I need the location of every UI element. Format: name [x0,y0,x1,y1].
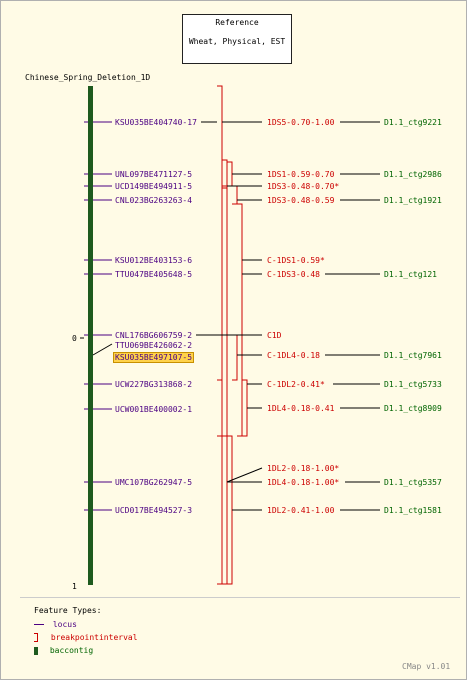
legend-label: locus [52,620,77,629]
scale-bottom-label: 1 [72,582,77,591]
breakpoint-label[interactable]: 1DL4-0.18-1.00* [267,478,340,487]
legend: Feature Types: locus breakpointinterval … [20,597,460,670]
breakpoint-label[interactable]: 1DS1-0.59-0.70 [267,170,335,179]
contig-label[interactable]: D1.1_ctg121 [384,270,437,279]
contig-label[interactable]: D1.1_ctg1581 [384,506,442,515]
locus-label[interactable]: KSU012BE403153-6 [115,256,193,265]
legend-item-contig: baccontig [34,646,93,655]
breakpoint-label[interactable]: C1D [267,331,282,340]
contig-label[interactable]: D1.1_ctg2986 [384,170,442,179]
locus-label[interactable]: CNL176BG606759-2 [115,331,193,340]
bar-swatch-icon [34,646,38,655]
breakpoint-label[interactable]: C-1DS3-0.48 [267,270,320,279]
selected-locus-label[interactable]: KSU035BE497107-5 [113,352,195,363]
reference-box[interactable]: Reference Wheat, Physical, EST [182,14,292,64]
locus-label[interactable]: UMC107BG262947-5 [115,478,193,487]
legend-item-breakpoint: breakpointinterval [34,633,138,642]
locus-label[interactable]: CNL023BG263263-4 [115,196,193,205]
legend-label: baccontig [49,646,94,655]
contig-label[interactable]: D1.1_ctg1921 [384,196,442,205]
breakpoint-label[interactable]: 1DS3-0.48-0.70* [267,182,340,191]
version-label: CMap v1.01 [402,662,451,671]
locus-label[interactable]: KSU035BE404740-17 [115,118,197,127]
breakpoint-label[interactable]: 1DS5-0.70-1.00 [267,118,335,127]
locus-label[interactable]: UCD149BE494911-5 [115,182,193,191]
breakpoint-label[interactable]: 1DS3-0.48-0.59 [267,196,335,205]
breakpoint-label[interactable]: C-1DL4-0.18 [267,351,320,360]
contig-label[interactable]: D1.1_ctg7961 [384,351,442,360]
breakpoint-label[interactable]: C-1DL2-0.41* [267,380,325,389]
reference-map-set: Wheat, Physical, EST [188,37,286,46]
breakpoint-label[interactable]: 1DL2-0.41-1.00 [267,506,335,515]
locus-label[interactable]: UNL097BE471127-5 [115,170,193,179]
bracket-swatch-icon [34,633,38,642]
contig-label[interactable]: D1.1_ctg5733 [384,380,442,389]
map-title[interactable]: Chinese_Spring_Deletion_1D [25,73,151,82]
reference-label: Reference [215,18,259,27]
locus-label[interactable]: UCD017BE494527-3 [115,506,193,515]
locus-label[interactable]: UCW227BG313868-2 [115,380,193,389]
chromosome-bar[interactable] [88,86,93,585]
contig-label[interactable]: D1.1_ctg8909 [384,404,442,413]
legend-label: breakpointinterval [50,633,138,642]
locus-label[interactable]: TTU069BE426062-2 [115,341,193,350]
legend-title: Feature Types: [34,606,102,615]
locus-swatch-icon [34,624,44,625]
locus-label[interactable]: TTU047BE405648-5 [115,270,193,279]
breakpoint-label[interactable]: 1DL2-0.18-1.00* [267,464,340,473]
breakpoint-label[interactable]: C-1DS1-0.59* [267,256,325,265]
legend-item-locus: locus [34,620,77,629]
locus-label[interactable]: UCW001BE400002-1 [115,405,193,414]
contig-label[interactable]: D1.1_ctg5357 [384,478,442,487]
contig-label[interactable]: D1.1_ctg9221 [384,118,442,127]
scale-top-label: 0 [72,334,77,343]
breakpoint-label[interactable]: 1DL4-0.18-0.41 [267,404,335,413]
